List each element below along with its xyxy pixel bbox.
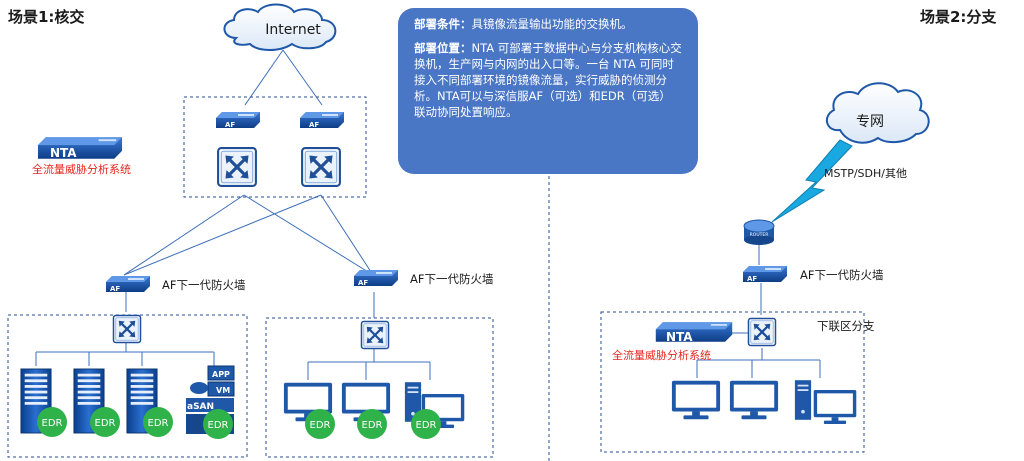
svg-text:EDR: EDR — [416, 420, 437, 431]
svg-text:EDR: EDR — [310, 420, 331, 431]
private-network-cloud-icon: 专网 — [825, 82, 930, 144]
position-text: NTA 可部署于数据中心与分支机构核心交换机，生产网与内网的出入口等。一台 NT… — [414, 41, 682, 119]
scene2-title: 场景2:分支 — [920, 8, 997, 26]
edr-badge: EDR — [37, 407, 67, 437]
nta-badge: NTA — [666, 330, 693, 344]
branch-zone-label: 下联区分支 — [817, 319, 875, 333]
nta-caption: 全流量威胁分析系统 — [612, 348, 711, 362]
af-badge-text: AF — [358, 279, 368, 287]
svg-text:EDR: EDR — [148, 418, 169, 429]
deployment-info-box: 部署条件：具镜像流量输出功能的交换机。 部署位置：NTA 可部署于数据中心与分支… — [398, 8, 698, 174]
af-icon: AF — [216, 112, 260, 129]
condition-label: 部署条件： — [414, 17, 472, 31]
nta-badge: NTA — [50, 146, 77, 160]
edr-badges: EDR EDR EDR EDR EDR EDR EDR — [37, 407, 441, 439]
server-zone — [7, 314, 248, 458]
desktop-pc-icon — [671, 380, 721, 420]
svg-text:EDR: EDR — [362, 420, 383, 431]
af-icon: AF — [354, 270, 398, 287]
branch-switch-icon — [747, 317, 777, 347]
core-switch-zone — [183, 96, 367, 198]
nta-appliance-icon: NTA — [655, 322, 733, 344]
dashed-containers — [7, 96, 865, 458]
edr-badge: EDR — [411, 409, 441, 439]
svg-text:EDR: EDR — [208, 420, 229, 431]
internet-label: Internet — [265, 22, 321, 38]
edr-badge: EDR — [143, 407, 173, 437]
scene1-title: 场景1:核交 — [8, 8, 84, 26]
desktop-pc-icon — [729, 380, 779, 420]
links-scene2 — [696, 244, 821, 378]
access-switch-icon — [112, 314, 142, 344]
edr-badge: EDR — [305, 409, 335, 439]
af-badge-text: AF — [225, 121, 235, 129]
af-icon: AF — [300, 112, 344, 129]
link-type-label: MSTP/SDH/其他 — [824, 167, 907, 180]
af-badge-text: AF — [309, 121, 319, 129]
edr-badge: EDR — [357, 409, 387, 439]
svg-text:EDR: EDR — [95, 418, 116, 429]
core-switch-icon — [216, 146, 258, 188]
router-icon: ROUTER — [743, 219, 775, 245]
af-icon: AF — [743, 266, 787, 283]
firewall-label: AF下一代防火墙 — [162, 278, 246, 292]
access-switch-icon — [360, 320, 390, 350]
branch-zone — [600, 311, 865, 453]
firewall-label: AF下一代防火墙 — [410, 272, 494, 286]
core-switch-icon — [300, 146, 342, 188]
position-label: 部署位置： — [414, 41, 472, 55]
af-badge-text: AF — [747, 275, 757, 283]
asan-vm-label: VM — [216, 386, 230, 395]
private-cloud-label: 专网 — [856, 114, 884, 130]
condition-text: 具镜像流量输出功能的交换机。 — [471, 17, 633, 31]
svg-text:EDR: EDR — [42, 418, 63, 429]
nta-caption: 全流量威胁分析系统 — [32, 162, 131, 176]
deployment-position: 部署位置：NTA 可部署于数据中心与分支机构核心交换机，生产网与内网的出入口等。… — [414, 40, 682, 120]
af-icon: AF — [106, 276, 150, 293]
edr-badge: EDR — [90, 407, 120, 437]
asan-app-label: APP — [212, 370, 230, 379]
lightning-link-icon — [771, 139, 853, 223]
firewall-label: AF下一代防火墙 — [800, 268, 884, 282]
deployment-condition: 部署条件：具镜像流量输出功能的交换机。 — [414, 16, 682, 32]
router-badge: ROUTER — [750, 232, 769, 238]
asan-name-label: aSAN — [187, 402, 214, 412]
internet-cloud-icon: Internet — [223, 3, 337, 51]
workstation-icon — [794, 380, 857, 425]
links-scene1 — [35, 49, 431, 380]
af-badge-text: AF — [110, 285, 120, 293]
edr-badge: EDR — [203, 409, 233, 439]
client-zone — [265, 317, 494, 458]
nta-appliance-icon: NTA — [37, 137, 123, 160]
